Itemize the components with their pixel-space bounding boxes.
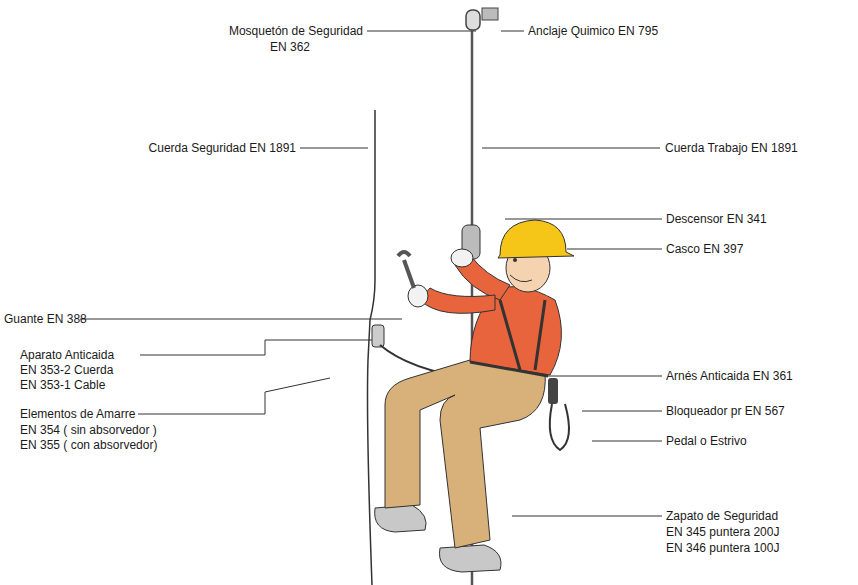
part-label: Aparato Anticaida: [20, 348, 114, 362]
left-glove: [408, 285, 428, 307]
carabiner: [466, 10, 480, 30]
part-label: Casco EN 397: [666, 242, 743, 256]
part-label: Zapato de Seguridad: [666, 509, 778, 523]
part-label: Descensor EN 341: [666, 212, 767, 226]
part-label: Mosquetón de Seguridad: [229, 24, 363, 38]
part-label: EN 353-2 Cuerda: [20, 363, 113, 377]
part-label: Anclaje Quimico EN 795: [528, 24, 658, 38]
part-label: Bloqueador pr EN 567: [666, 404, 785, 418]
fall-arrester: [372, 325, 384, 347]
wrench: [398, 252, 414, 288]
foot-loop: [550, 404, 569, 450]
mouth: [510, 275, 532, 282]
trousers: [385, 360, 545, 548]
part-label: EN 355 ( con absorvedor): [20, 438, 157, 452]
part-label: Guante EN 388: [4, 312, 87, 326]
ascender: [548, 378, 558, 404]
part-label: EN 362: [270, 40, 310, 54]
part-label: Cuerda Seguridad EN 1891: [149, 141, 296, 155]
part-label: Cuerda Trabajo EN 1891: [665, 141, 798, 155]
part-label: EN 345 puntera 200J: [666, 525, 779, 539]
chemical-anchor: [482, 8, 498, 20]
safety-rope: [368, 110, 376, 585]
left-shoe: [375, 505, 426, 532]
part-label: Elementos de Amarre: [20, 407, 135, 421]
right-shoe: [439, 545, 500, 572]
helmet: [498, 220, 574, 258]
part-label: EN 353-1 Cable: [20, 378, 105, 392]
left-arm: [420, 288, 495, 313]
part-label: EN 354 ( sin absorvedor ): [20, 423, 157, 437]
leader-lines: [80, 31, 662, 516]
part-label: Pedal o Estrivo: [666, 434, 747, 448]
right-glove: [451, 249, 473, 267]
part-label: Arnés Anticaida EN 361: [666, 369, 793, 383]
part-label: EN 346 puntera 100J: [666, 541, 779, 555]
